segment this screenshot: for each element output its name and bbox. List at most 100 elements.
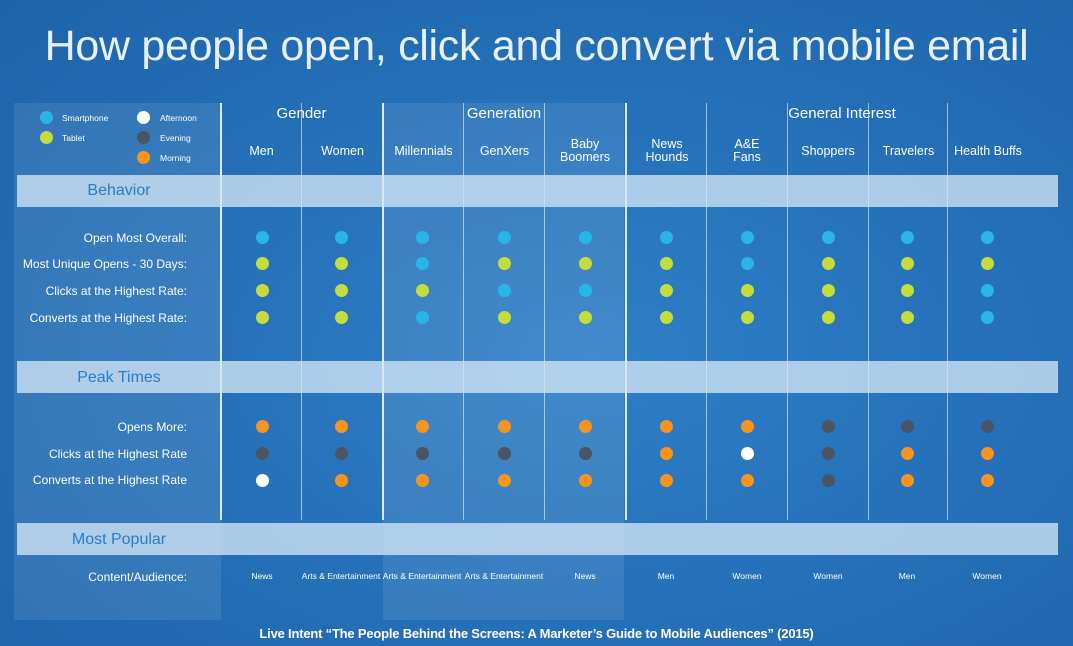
group-header-generation: Generation <box>466 105 542 122</box>
behavior-dot-baby-boomers <box>578 283 592 297</box>
peak-dot-travelers <box>900 419 914 433</box>
row-label-content-audience: Content/Audience: <box>88 570 187 584</box>
behavior-dot-health-buffs <box>980 256 994 270</box>
column-header-millennials: Millennials <box>394 144 453 158</box>
behavior-dot-a-e-fans <box>740 230 754 244</box>
behavior-dot-millennials <box>415 283 429 297</box>
peak-dot-baby-boomers <box>578 446 592 460</box>
peak-dot-men <box>255 446 269 460</box>
peak-dot-shoppers <box>821 473 835 487</box>
most-popular-millennials: Arts & Entertainment <box>382 571 462 581</box>
column-header-health-buffs: Health Buffs <box>954 144 1022 158</box>
behavior-dot-travelers <box>900 283 914 297</box>
behavior-dot-travelers <box>900 230 914 244</box>
peak-dot-health-buffs <box>980 419 994 433</box>
behavior-dot-men <box>255 283 269 297</box>
behavior-dot-travelers <box>900 256 914 270</box>
section-band-peak-times <box>17 361 1058 393</box>
legend-label-tablet: Tablet <box>62 133 85 143</box>
most-popular-news-hounds: Men <box>657 571 675 581</box>
legend-swatch-afternoon <box>137 111 150 124</box>
section-title-most-popular: Most Popular <box>71 531 167 548</box>
most-popular-men: News <box>251 571 273 581</box>
behavior-dot-a-e-fans <box>740 283 754 297</box>
behavior-dot-millennials <box>415 310 429 324</box>
behavior-dot-baby-boomers <box>578 230 592 244</box>
divider-line <box>787 103 788 520</box>
behavior-dot-shoppers <box>821 230 835 244</box>
column-header-men: Men <box>249 144 274 158</box>
behavior-dot-genxers <box>497 283 511 297</box>
behavior-dot-news-hounds <box>659 310 673 324</box>
peak-dot-genxers <box>497 446 511 460</box>
behavior-dot-health-buffs <box>980 283 994 297</box>
peak-dot-genxers <box>497 419 511 433</box>
most-popular-baby-boomers: News <box>574 571 596 581</box>
behavior-dot-genxers <box>497 256 511 270</box>
section-band-most-popular <box>17 523 1058 555</box>
peak-dot-women <box>334 446 348 460</box>
peak-dot-millennials <box>415 446 429 460</box>
peak-dot-millennials <box>415 473 429 487</box>
behavior-dot-news-hounds <box>659 283 673 297</box>
behavior-dot-women <box>334 310 348 324</box>
peak-dot-travelers <box>900 446 914 460</box>
behavior-dot-a-e-fans <box>740 310 754 324</box>
behavior-dot-shoppers <box>821 256 835 270</box>
peak-dot-baby-boomers <box>578 473 592 487</box>
behavior-dot-millennials <box>415 256 429 270</box>
peak-dot-news-hounds <box>659 446 673 460</box>
behavior-dot-shoppers <box>821 310 835 324</box>
divider-line <box>625 103 627 520</box>
column-header-ae-fans: A&E Fans <box>733 137 761 164</box>
behavior-dot-women <box>334 256 348 270</box>
divider-line <box>463 103 464 520</box>
most-popular-shoppers: Women <box>813 571 843 581</box>
peak-dot-shoppers <box>821 419 835 433</box>
row-label-opens-more: Opens More: <box>117 420 187 434</box>
most-popular-a-e-fans: Women <box>732 571 762 581</box>
row-label-peak-clicks-highest-rate: Clicks at the Highest Rate <box>48 447 187 461</box>
peak-dot-baby-boomers <box>578 419 592 433</box>
behavior-dot-news-hounds <box>659 256 673 270</box>
divider-line <box>947 103 948 520</box>
row-label-converts-highest-rate: Converts at the Highest Rate: <box>29 311 187 325</box>
behavior-dot-health-buffs <box>980 230 994 244</box>
peak-dot-women <box>334 473 348 487</box>
peak-dot-millennials <box>415 419 429 433</box>
behavior-dot-genxers <box>497 310 511 324</box>
peak-dot-travelers <box>900 473 914 487</box>
column-header-travelers: Travelers <box>882 144 935 158</box>
section-title-peak-times: Peak Times <box>77 369 161 386</box>
peak-dot-news-hounds <box>659 473 673 487</box>
behavior-dot-millennials <box>415 230 429 244</box>
source-citation: Live Intent “The People Behind the Scree… <box>259 626 814 641</box>
column-header-shoppers: Shoppers <box>801 144 855 158</box>
peak-dot-health-buffs <box>980 473 994 487</box>
row-label-open-most-overall: Open Most Overall: <box>83 231 187 245</box>
behavior-dot-men <box>255 230 269 244</box>
group-header-general-interest: General Interest <box>788 105 896 122</box>
peak-dot-shoppers <box>821 446 835 460</box>
group-header-gender: Gender <box>276 105 327 122</box>
peak-dot-health-buffs <box>980 446 994 460</box>
peak-dot-a-e-fans <box>740 473 754 487</box>
row-label-most-unique-opens: Most Unique Opens - 30 Days: <box>22 257 187 271</box>
divider-line <box>382 103 384 520</box>
section-title-behavior: Behavior <box>87 182 151 199</box>
behavior-dot-travelers <box>900 310 914 324</box>
section-band-behavior <box>17 175 1058 207</box>
peak-dot-a-e-fans <box>740 446 754 460</box>
behavior-dot-baby-boomers <box>578 310 592 324</box>
divider-line <box>544 103 545 520</box>
legend-swatch-morning <box>137 151 150 164</box>
behavior-dot-shoppers <box>821 283 835 297</box>
divider-line <box>706 103 707 520</box>
row-label-clicks-highest-rate: Clicks at the Highest Rate: <box>45 284 187 298</box>
most-popular-travelers: Men <box>898 571 916 581</box>
divider-line <box>301 103 302 520</box>
behavior-dot-genxers <box>497 230 511 244</box>
legend-label-morning: Morning <box>160 153 191 163</box>
behavior-dot-news-hounds <box>659 230 673 244</box>
behavior-dot-men <box>255 310 269 324</box>
